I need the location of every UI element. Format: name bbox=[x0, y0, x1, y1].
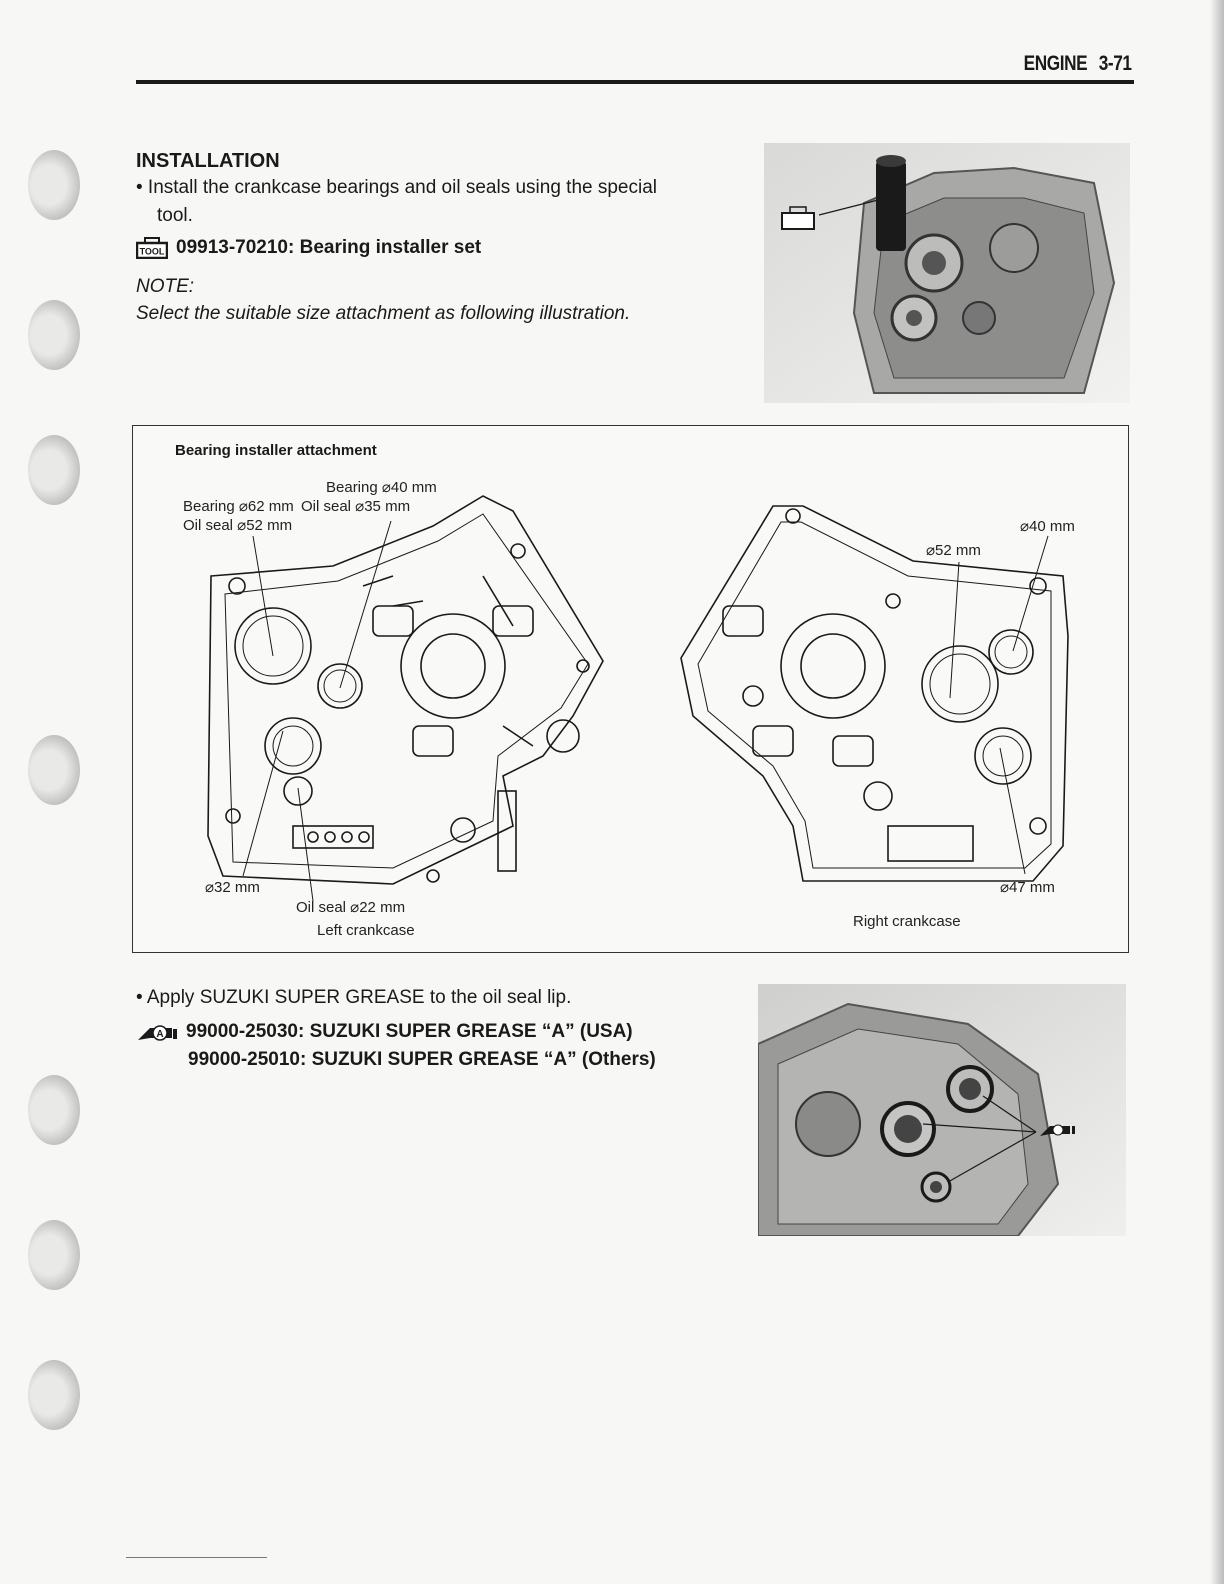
binder-hole bbox=[28, 1075, 80, 1145]
page-edge-shadow bbox=[1210, 0, 1224, 1584]
install-bullet-line2: tool. bbox=[157, 205, 193, 226]
install-bullet-line1: • Install the crankcase bearings and oil… bbox=[136, 177, 658, 198]
left-crankcase-caption: Left crankcase bbox=[317, 922, 415, 939]
bearing-installer-photo bbox=[764, 143, 1130, 403]
binder-hole bbox=[28, 300, 80, 370]
bearing-installer-diagram: Bearing installer attachment bbox=[132, 425, 1129, 953]
binder-hole bbox=[28, 1360, 80, 1430]
note-text: Select the suitable size attachment as f… bbox=[136, 303, 631, 324]
label-bearing-62: Bearing ⌀62 mm bbox=[183, 498, 294, 515]
binder-hole bbox=[28, 150, 80, 220]
label-r-47mm: ⌀47 mm bbox=[1000, 879, 1055, 896]
binder-hole bbox=[28, 735, 80, 805]
right-crankcase-drawing bbox=[680, 505, 1069, 882]
label-oilseal-22: Oil seal ⌀22 mm bbox=[296, 899, 406, 916]
grease-spec-usa-text: 99000-25030: SUZUKI SUPER GREASE “A” (US… bbox=[186, 1021, 633, 1042]
left-crankcase-drawing bbox=[207, 495, 604, 885]
tool-icon: TOOL bbox=[135, 237, 169, 260]
grease-icon: A bbox=[136, 1020, 178, 1044]
diagram-title: Bearing installer attachment bbox=[175, 442, 377, 459]
header-section: ENGINE bbox=[1024, 52, 1088, 75]
grease-icon-text: A bbox=[156, 1029, 163, 1040]
left-leader-lines bbox=[242, 520, 392, 902]
label-32mm: ⌀32 mm bbox=[205, 879, 260, 896]
header-text: ENGINE 3-71 bbox=[1024, 52, 1132, 76]
grease-application-photo bbox=[757, 984, 1126, 1237]
tool-icon-text: TOOL bbox=[140, 247, 165, 257]
right-leader-lines bbox=[949, 535, 1049, 875]
label-oilseal-35: Oil seal ⌀35 mm bbox=[301, 498, 411, 515]
label-r-52mm: ⌀52 mm bbox=[926, 542, 981, 559]
installation-heading: INSTALLATION bbox=[136, 150, 280, 172]
page-header: ENGINE 3-71 bbox=[136, 50, 1134, 84]
binder-hole bbox=[28, 1220, 80, 1290]
note-label: NOTE: bbox=[136, 276, 195, 297]
binder-hole bbox=[28, 435, 80, 505]
grease-bullet: • Apply SUZUKI SUPER GREASE to the oil s… bbox=[136, 987, 572, 1008]
tool-spec-text: 09913-70210: Bearing installer set bbox=[176, 237, 482, 258]
grease-spec-usa: A 99000-25030: SUZUKI SUPER GREASE “A” (… bbox=[136, 1020, 633, 1044]
special-tool-spec: TOOL 09913-70210: Bearing installer set bbox=[135, 237, 482, 260]
crankcase-drawings bbox=[207, 495, 1069, 902]
right-crankcase-caption: Right crankcase bbox=[853, 913, 961, 930]
header-page-number: 3-71 bbox=[1099, 52, 1132, 75]
grease-spec-others: 99000-25010: SUZUKI SUPER GREASE “A” (Ot… bbox=[188, 1049, 656, 1070]
label-oilseal-52: Oil seal ⌀52 mm bbox=[183, 517, 293, 534]
label-bearing-40: Bearing ⌀40 mm bbox=[326, 479, 437, 496]
binder-edge bbox=[0, 0, 90, 1584]
bottom-rule bbox=[126, 1557, 267, 1558]
label-r-40mm: ⌀40 mm bbox=[1020, 518, 1075, 535]
